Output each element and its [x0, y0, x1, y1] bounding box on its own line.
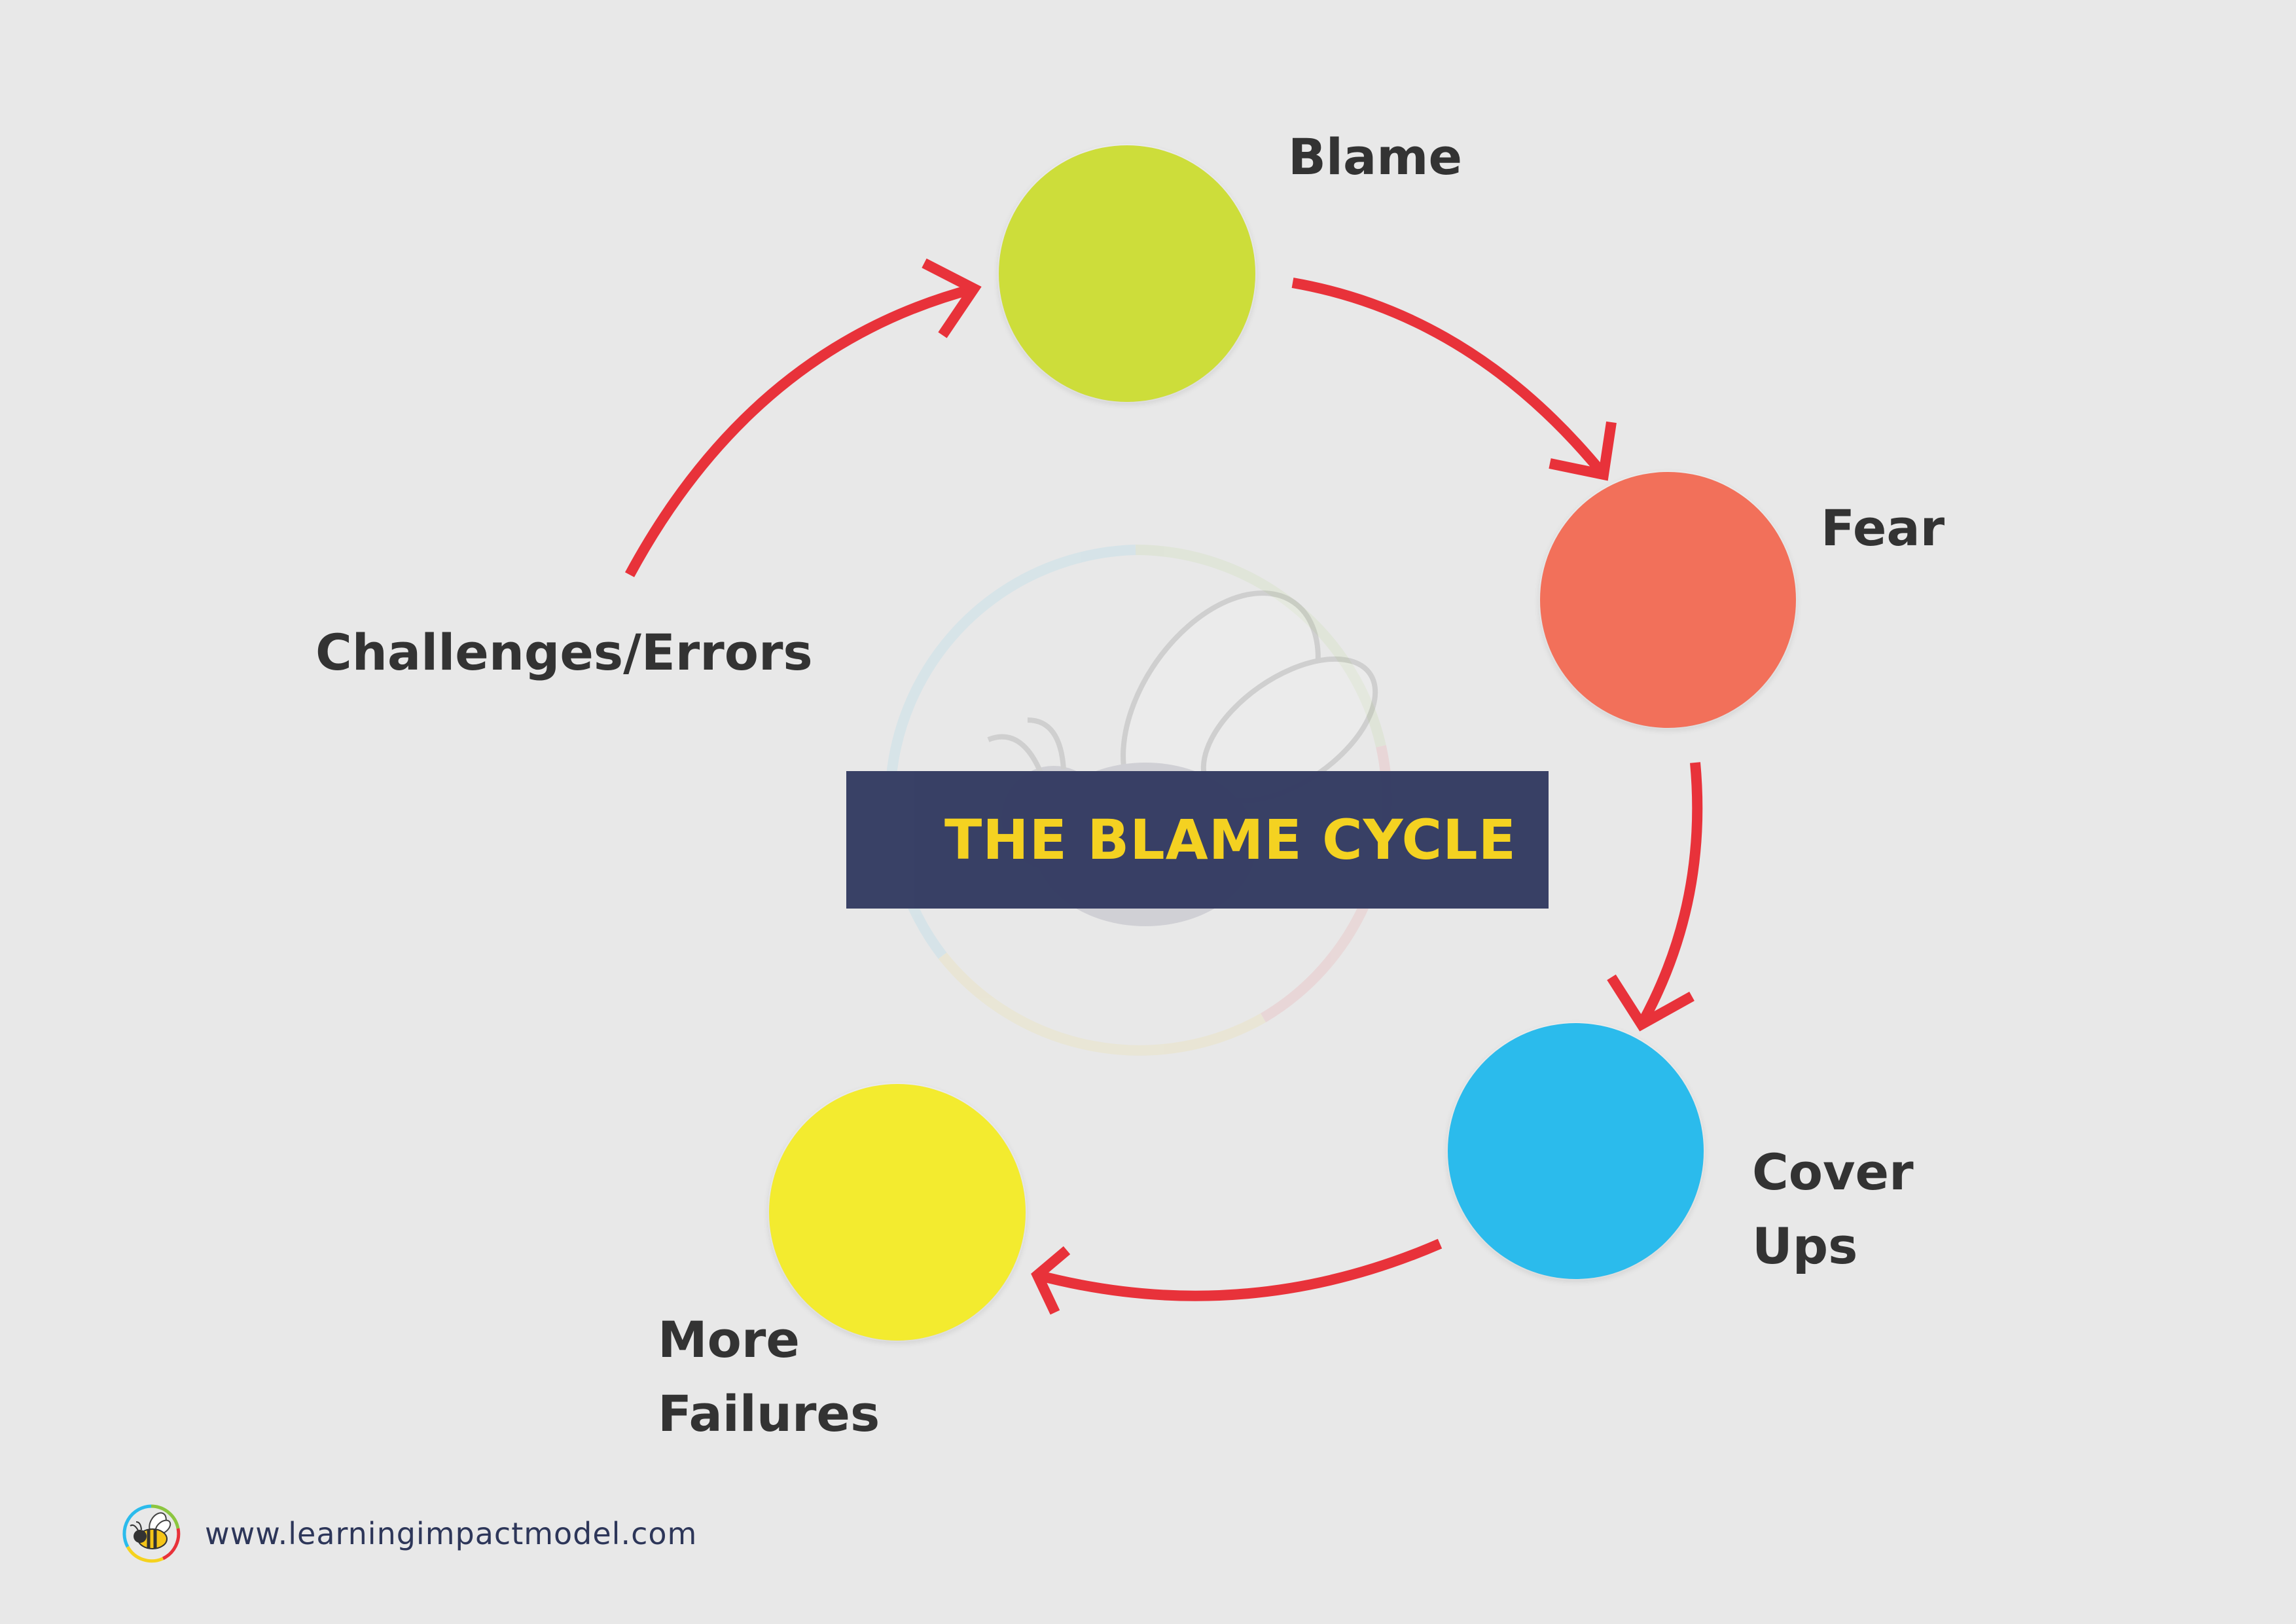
blame-circle — [999, 145, 1255, 402]
fear-circle — [1540, 472, 1796, 728]
cover-ups-label: Cover Ups — [1752, 1143, 1914, 1275]
bee-logo-icon — [122, 1504, 181, 1563]
more-failures-label: More Failures — [658, 1310, 880, 1443]
arrow-head-blame — [922, 258, 982, 338]
title-banner: THE BLAME CYCLE — [846, 771, 1549, 909]
arrow-cover-ups-to-more-failures — [1035, 1238, 1443, 1301]
arrow-fear-to-cover-ups — [1636, 762, 1703, 1027]
arrow-head-cover-ups — [1607, 974, 1695, 1032]
blame-label: Blame — [1288, 128, 1462, 186]
website-link[interactable]: www.learningimpactmodel.com — [205, 1516, 698, 1551]
cover-ups-circle — [1448, 1023, 1704, 1279]
arrow-head-fear — [1549, 421, 1617, 481]
more-failures-circle — [769, 1084, 1026, 1341]
arrow-blame-to-fear — [1291, 278, 1608, 478]
arrow-head-more-failures — [1031, 1246, 1071, 1315]
fear-label: Fear — [1821, 499, 1945, 557]
footer: www.learningimpactmodel.com — [120, 1502, 697, 1565]
diagram-title: THE BLAME CYCLE — [944, 808, 1517, 872]
challenges-errors-label: Challenges/Errors — [315, 623, 813, 681]
arrow-challenges-to-blame — [624, 283, 976, 577]
